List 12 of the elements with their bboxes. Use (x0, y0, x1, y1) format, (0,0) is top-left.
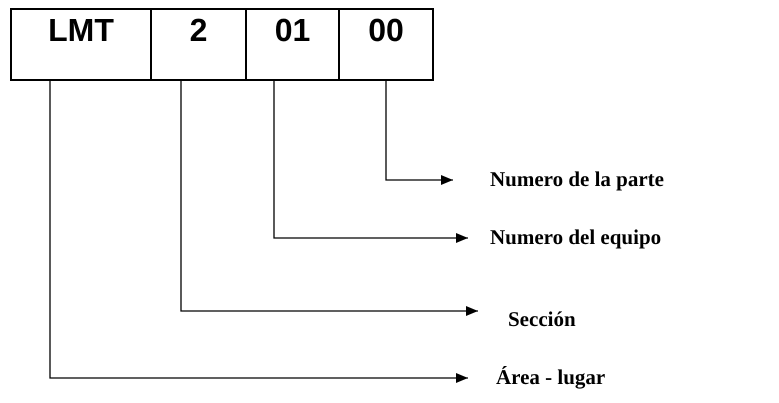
field-label: Área - lugar (496, 367, 606, 388)
arrow (49, 80, 468, 383)
field-label: Numero del equipo (490, 227, 662, 248)
field-label: Numero de la parte (490, 169, 664, 190)
code-segment-box: 01 (245, 8, 340, 81)
field-label: Sección (508, 309, 576, 330)
code-segment-box: LMT (10, 8, 152, 81)
arrow (385, 80, 453, 185)
code-segment-box: 00 (338, 8, 434, 81)
code-segment-box: 2 (150, 8, 247, 81)
arrow (180, 80, 478, 316)
arrow (273, 80, 468, 243)
